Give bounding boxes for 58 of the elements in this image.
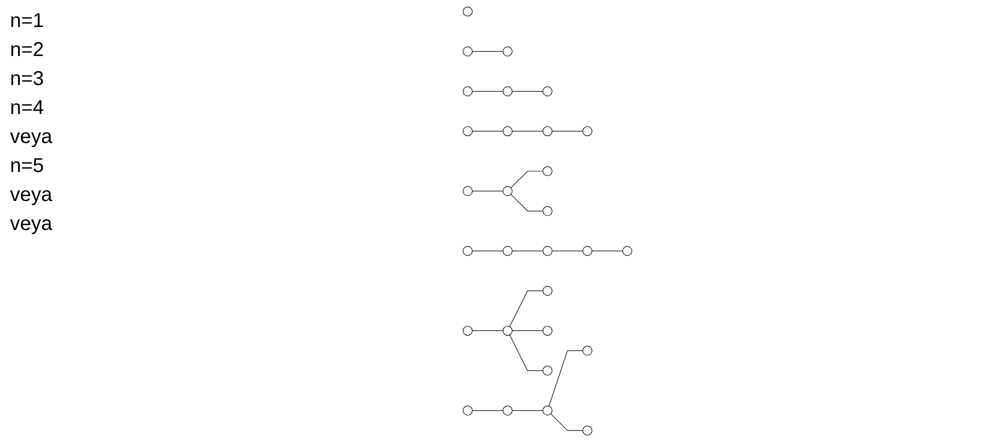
node-circle — [542, 246, 552, 256]
node-circle — [502, 246, 512, 256]
text-label: veya — [10, 213, 54, 236]
node-circle — [622, 246, 632, 256]
node-circle — [502, 406, 512, 416]
node-circle — [462, 406, 472, 416]
connector — [548, 350, 583, 406]
node-circle — [462, 126, 472, 136]
connector — [472, 190, 503, 192]
node-circle — [542, 406, 552, 416]
connector — [508, 290, 543, 327]
connector — [511, 130, 543, 132]
node-circle — [542, 166, 552, 176]
node-circle — [462, 6, 472, 16]
connector — [511, 330, 543, 332]
connector — [472, 410, 503, 411]
connector — [511, 91, 543, 92]
node-circle — [502, 186, 512, 196]
connector — [472, 51, 503, 52]
node-circle — [542, 286, 552, 296]
node-circle — [462, 86, 472, 96]
node-circle — [542, 366, 552, 376]
text-label: n=3 — [10, 68, 45, 91]
text-label: veya — [10, 126, 54, 149]
text-label: n=5 — [10, 155, 45, 178]
node-circle — [582, 246, 592, 256]
connector — [551, 250, 583, 252]
connector — [472, 130, 503, 132]
node-circle — [462, 326, 472, 336]
node-circle — [542, 126, 552, 136]
connector — [472, 250, 503, 252]
connector — [591, 250, 622, 252]
connector — [510, 194, 543, 212]
connector — [508, 334, 543, 371]
node-circle — [502, 326, 512, 336]
connector — [551, 130, 583, 132]
connector — [550, 413, 583, 431]
node-circle — [582, 426, 592, 436]
connector — [511, 250, 543, 252]
node-circle — [502, 126, 512, 136]
node-circle — [462, 246, 472, 256]
text-label: n=4 — [10, 97, 45, 120]
node-circle — [582, 346, 592, 356]
node-circle — [502, 46, 512, 56]
connector — [510, 170, 543, 188]
connector — [472, 330, 503, 332]
connector — [511, 410, 543, 411]
node-circle — [542, 86, 552, 96]
text-label: n=2 — [10, 39, 45, 62]
text-label: n=1 — [10, 10, 45, 33]
node-circle — [542, 326, 552, 336]
text-label: veya — [10, 184, 54, 207]
node-circle — [462, 186, 472, 196]
node-circle — [582, 126, 592, 136]
node-circle — [462, 46, 472, 56]
node-circle — [542, 206, 552, 216]
node-circle — [502, 86, 512, 96]
connector — [472, 91, 503, 92]
